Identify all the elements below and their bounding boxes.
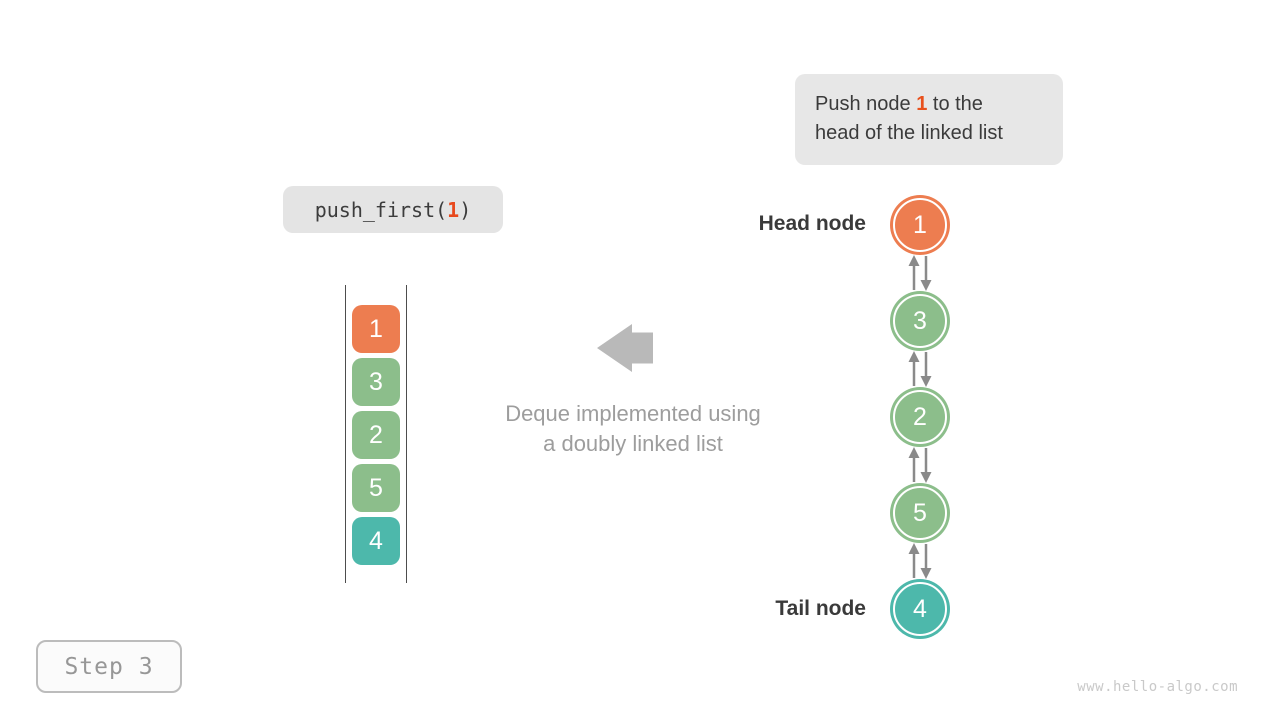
deque-item: 3 (352, 358, 400, 406)
bidirectional-arrow-icon (906, 351, 934, 387)
deque-item: 4 (352, 517, 400, 565)
code-box: push_first(1) (283, 186, 503, 233)
code-prefix: push_first( (314, 197, 448, 222)
caption-line1: Deque implemented using (505, 401, 761, 426)
step-badge: Step 3 (36, 640, 182, 693)
list-node: 2 (893, 390, 947, 444)
node-value: 1 (913, 210, 927, 239)
list-node: 4 (893, 582, 947, 636)
bidirectional-arrow-icon (906, 543, 934, 579)
bidirectional-arrow-icon (906, 447, 934, 483)
instruction-text-part1: Push node (815, 93, 911, 115)
deque-item: 2 (352, 411, 400, 459)
caption: Deque implemented using a doubly linked … (478, 399, 788, 459)
deque-item: 5 (352, 464, 400, 512)
head-node-label: Head node (758, 212, 866, 235)
bidirectional-arrow-icon (906, 255, 934, 291)
caption-line2: a doubly linked list (543, 431, 723, 456)
watermark: www.hello-algo.com (1077, 679, 1238, 695)
node-value: 5 (913, 498, 927, 527)
linked-list: 1 3 2 (890, 195, 950, 639)
instruction-line2: head of the linked list (815, 122, 1003, 144)
code-suffix: ) (459, 197, 472, 222)
list-node: 1 (893, 198, 947, 252)
list-node: 3 (893, 294, 947, 348)
instruction-line1: Push node 1 to the (815, 90, 1063, 119)
tail-node-label: Tail node (775, 597, 866, 620)
node-value: 2 (913, 402, 927, 431)
list-node: 5 (893, 486, 947, 540)
instruction-box: Push node 1 to the head of the linked li… (795, 74, 1063, 165)
left-block-arrow-icon (597, 324, 653, 372)
deque-item: 1 (352, 305, 400, 353)
instruction-text-part2: to the (932, 93, 983, 115)
deque-container: 1 3 2 5 4 (345, 285, 407, 583)
node-value: 3 (913, 306, 927, 335)
node-value: 4 (913, 594, 927, 623)
code-argument: 1 (447, 197, 460, 222)
highlighted-node-value: 1 (916, 93, 928, 115)
